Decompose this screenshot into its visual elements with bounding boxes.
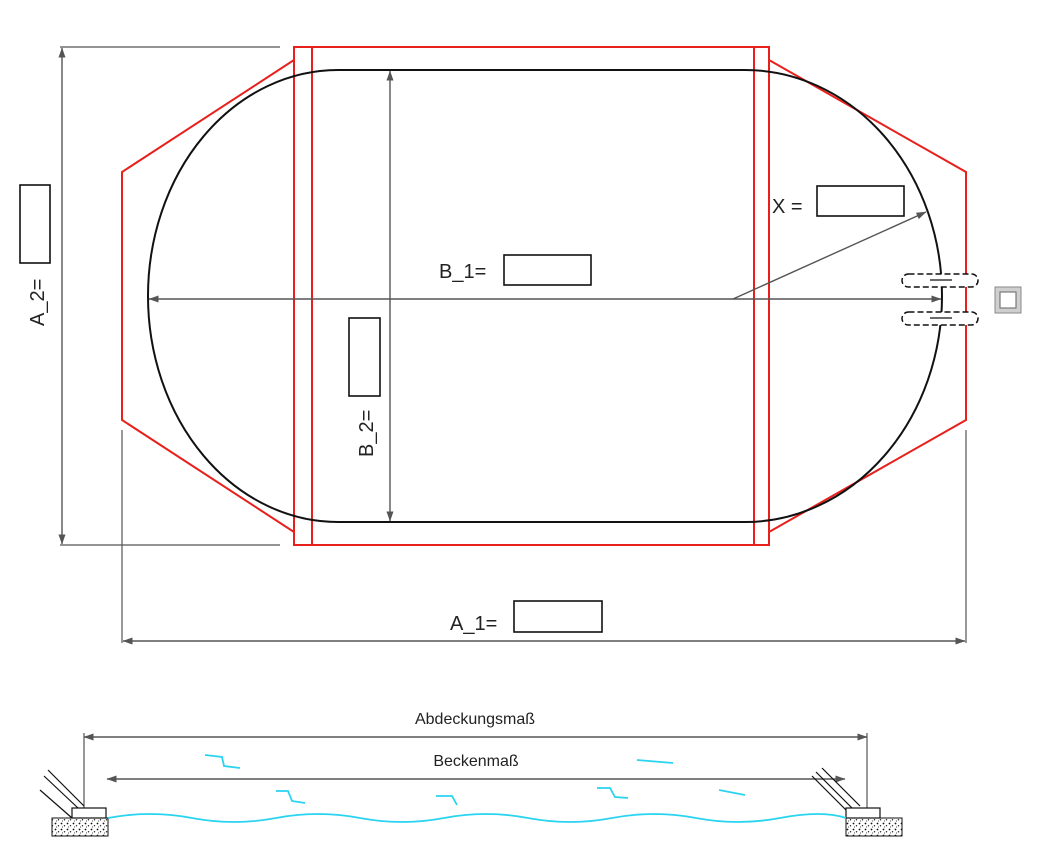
dimension-a2-input[interactable] [19, 184, 51, 264]
dimension-a1-label: A_1= [450, 613, 497, 635]
dimension-x-label: X = [772, 196, 803, 218]
right-pool-wall [811, 767, 903, 837]
dimension-a2: A_2= [19, 46, 280, 546]
dimension-b1-label: B_1= [439, 261, 486, 283]
pool-ladder-icon [901, 273, 979, 326]
dimension-a1: A_1= [121, 430, 967, 645]
dimension-a2-label: A_2= [27, 279, 49, 326]
dimension-x: X = [732, 185, 927, 300]
dimension-a1-input[interactable] [513, 600, 603, 633]
water-surface [107, 813, 847, 823]
dimension-x-line [732, 211, 927, 300]
square-marker-icon[interactable] [994, 286, 1022, 314]
dimension-b2: B_2= [348, 70, 394, 522]
pool-dimension-label: Beckenmaß [433, 753, 519, 770]
dimension-b1: B_1= [148, 254, 942, 303]
cover-right-section [768, 59, 967, 533]
cover-outline [121, 46, 967, 546]
dimension-b2-label: B_2= [356, 410, 378, 457]
water-marks [204, 754, 746, 806]
dimension-b2-input[interactable] [348, 317, 381, 397]
dimension-b1-input[interactable] [503, 254, 592, 286]
left-pool-wall [39, 769, 109, 837]
section-view: Abdeckungsmaß Beckenmaß [39, 711, 903, 837]
cover-center-panel [293, 46, 770, 546]
cover-left-section [121, 59, 295, 533]
cover-dimension-label: Abdeckungsmaß [415, 711, 535, 728]
pool-outline [147, 69, 943, 523]
dimension-x-input[interactable] [816, 185, 905, 217]
